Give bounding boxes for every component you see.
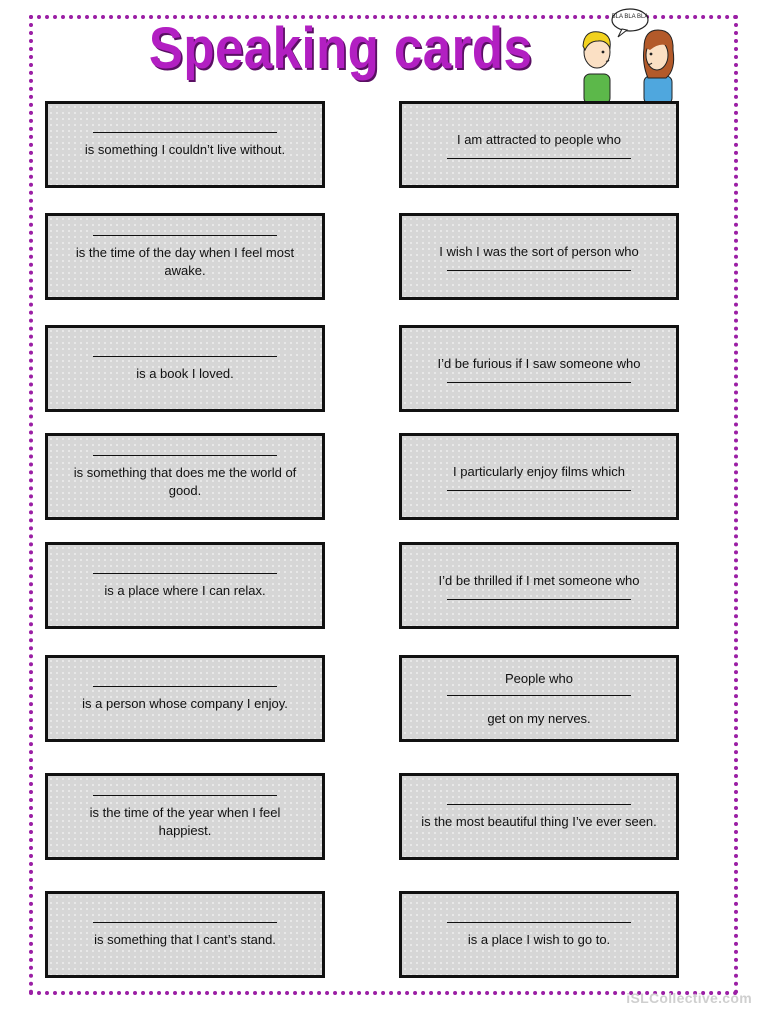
blank-line	[447, 381, 631, 383]
page-title: Speaking cards	[148, 16, 533, 81]
speaking-card-left-5: is a place where I can relax.	[45, 542, 325, 629]
blank-line	[447, 803, 631, 805]
card-text: I wish I was the sort of person who	[439, 243, 639, 259]
speaking-card-right-4: I particularly enjoy films which	[399, 433, 679, 520]
card-text-before: People who	[505, 670, 573, 686]
card-text-after: get on my nerves.	[487, 710, 591, 726]
speaking-card-right-5: I’d be thrilled if I met someone who	[399, 542, 679, 629]
card-text: is a place where I can relax.	[104, 582, 266, 598]
blank-line	[93, 131, 277, 133]
card-text: is a book I loved.	[136, 365, 234, 381]
card-text: I’d be thrilled if I met someone who	[438, 572, 640, 588]
card-text: is a place I wish to go to.	[467, 931, 611, 947]
card-text: is something that does me the world of g…	[73, 464, 297, 498]
boy-figure	[582, 31, 611, 104]
speaking-card-left-3: is a book I loved.	[45, 325, 325, 412]
speaking-card-left-1: is something I couldn’t live without.	[45, 101, 325, 188]
speaking-card-right-2: I wish I was the sort of person who	[399, 213, 679, 300]
speaking-card-left-7: is the time of the year when I feel happ…	[45, 773, 325, 860]
card-text: is something that I cant’s stand.	[94, 931, 276, 947]
dotted-page-border	[29, 15, 738, 995]
card-text: I am attracted to people who	[456, 131, 622, 147]
blank-line	[93, 685, 277, 687]
card-text: is something I couldn’t live without.	[84, 141, 286, 157]
blank-line	[447, 157, 631, 159]
blank-line	[93, 355, 277, 357]
blank-line	[447, 269, 631, 271]
speaking-card-left-2: is the time of the day when I feel most …	[45, 213, 325, 300]
card-text: is the most beautiful thing I’ve ever se…	[421, 813, 657, 829]
speech-bubble-icon: BLA BLA BLA	[611, 8, 649, 38]
blank-line	[93, 794, 277, 796]
card-text: I’d be furious if I saw someone who	[437, 355, 641, 371]
watermark: iSLCollective.com	[626, 990, 752, 1006]
girl-figure	[643, 29, 675, 104]
blank-line	[93, 921, 277, 923]
speaking-card-left-4: is something that does me the world of g…	[45, 433, 325, 520]
speech-bubble-text: BLA BLA BLA	[612, 14, 649, 20]
speaking-card-right-7: is the most beautiful thing I’ve ever se…	[399, 773, 679, 860]
blank-line	[93, 572, 277, 574]
speaking-card-right-3: I’d be furious if I saw someone who	[399, 325, 679, 412]
speaking-card-right-1: I am attracted to people who	[399, 101, 679, 188]
speaking-card-right-8: is a place I wish to go to.	[399, 891, 679, 978]
card-text: is the time of the day when I feel most …	[75, 244, 295, 278]
blank-line	[447, 598, 631, 600]
talking-people-illustration: BLA BLA BLA	[582, 8, 675, 104]
card-text: is the time of the year when I feel happ…	[89, 804, 281, 838]
speaking-card-right-6: People who get on my nerves.	[399, 655, 679, 742]
speaking-card-left-8: is something that I cant’s stand.	[45, 891, 325, 978]
blank-line	[93, 234, 277, 236]
card-text: I particularly enjoy films which	[453, 463, 625, 479]
blank-line	[447, 694, 631, 696]
speaking-card-left-6: is a person whose company I enjoy.	[45, 655, 325, 742]
card-text: is a person whose company I enjoy.	[82, 695, 288, 711]
blank-line	[93, 454, 277, 456]
blank-line	[447, 921, 631, 923]
blank-line	[447, 489, 631, 491]
